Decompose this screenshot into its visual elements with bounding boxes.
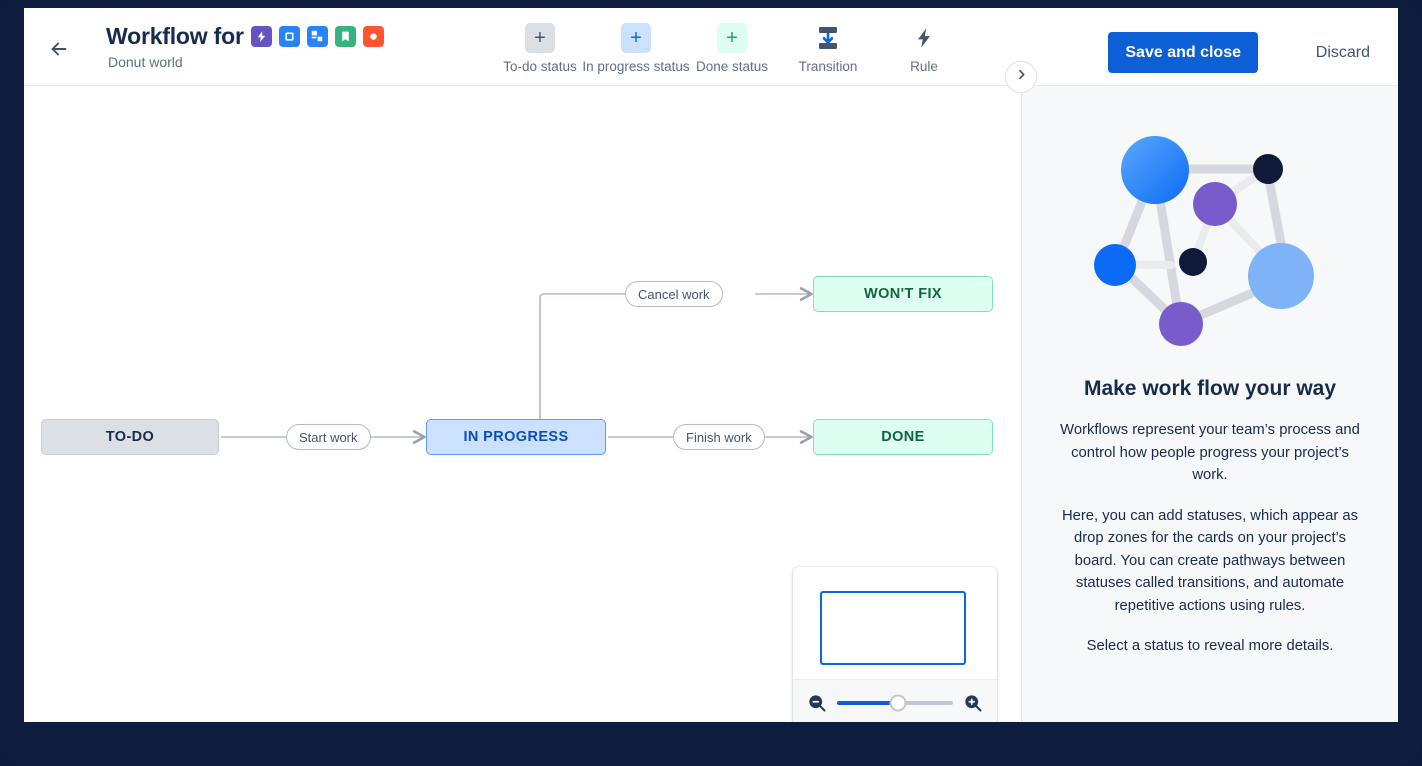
add-inprogress-status-button[interactable]: + In progress status bbox=[582, 18, 690, 74]
status-node-done[interactable]: DONE bbox=[813, 419, 993, 455]
workflow-canvas[interactable]: TO-DO IN PROGRESS DONE WON'T FIX Start w… bbox=[24, 86, 1021, 722]
transition-label: Finish work bbox=[686, 429, 752, 445]
minimap-viewport-rect[interactable] bbox=[820, 591, 966, 665]
story-icon bbox=[278, 25, 300, 47]
app-header: Workflow for Donut world bbox=[24, 8, 1398, 86]
status-label: TO-DO bbox=[105, 429, 155, 445]
plus-icon: + bbox=[717, 23, 747, 53]
transition-label-cancel-work[interactable]: Cancel work bbox=[625, 281, 723, 307]
toolbar-item-label: Transition bbox=[798, 59, 858, 74]
status-label: DONE bbox=[881, 429, 925, 445]
transition-label-start-work[interactable]: Start work bbox=[286, 424, 371, 450]
status-label: IN PROGRESS bbox=[463, 429, 569, 445]
zoom-controls bbox=[793, 679, 997, 722]
bug-icon bbox=[362, 25, 384, 47]
panel-title: Make work flow your way bbox=[1083, 377, 1337, 400]
zoom-slider-handle[interactable] bbox=[889, 694, 907, 711]
collapse-panel-button[interactable] bbox=[1005, 61, 1037, 93]
add-todo-status-button[interactable]: + To-do status bbox=[492, 18, 588, 74]
transition-label-finish-work[interactable]: Finish work bbox=[673, 424, 765, 450]
toolbar-item-label: To-do status bbox=[503, 59, 577, 74]
rule-bolt-icon bbox=[909, 23, 939, 53]
page-subtitle: Donut world bbox=[108, 54, 183, 70]
zoom-out-icon[interactable] bbox=[807, 693, 827, 713]
page-title: Workflow for bbox=[106, 22, 244, 49]
save-and-close-button[interactable]: Save and close bbox=[1108, 32, 1258, 73]
title-block: Workflow for Donut world bbox=[106, 20, 384, 70]
zoom-slider[interactable] bbox=[837, 694, 953, 711]
toolbar-item-label: Done status bbox=[695, 59, 769, 74]
info-panel: Make work flow your way Workflows repres… bbox=[1022, 86, 1398, 722]
transition-icon bbox=[813, 23, 843, 53]
zoom-in-icon[interactable] bbox=[963, 693, 983, 713]
workflow-editor-app: Workflow for Donut world bbox=[24, 8, 1398, 722]
status-node-wont-fix[interactable]: WON'T FIX bbox=[813, 276, 993, 312]
status-label: WON'T FIX bbox=[864, 286, 942, 302]
minimap-panel bbox=[793, 567, 997, 722]
epic-icon bbox=[250, 25, 272, 47]
toolbar-item-label: Rule bbox=[910, 59, 938, 74]
network-nodes-illustration bbox=[1094, 136, 1314, 346]
subtask-icon bbox=[306, 25, 328, 47]
plus-icon: + bbox=[525, 23, 555, 53]
status-node-todo[interactable]: TO-DO bbox=[41, 419, 219, 455]
add-transition-button[interactable]: Transition bbox=[780, 18, 876, 74]
chevron-right-icon bbox=[1015, 68, 1028, 86]
discard-button[interactable]: Discard bbox=[1308, 32, 1378, 73]
back-button[interactable] bbox=[42, 32, 76, 66]
transition-label: Cancel work bbox=[638, 286, 710, 302]
toolbar-item-label: In progress status bbox=[582, 59, 690, 74]
toolbar: + To-do status + In progress status + Do… bbox=[492, 18, 972, 74]
status-node-in-progress[interactable]: IN PROGRESS bbox=[426, 419, 606, 455]
panel-divider bbox=[1021, 86, 1022, 722]
zoom-slider-fill bbox=[837, 700, 899, 705]
arrow-left-icon bbox=[48, 38, 70, 60]
add-rule-button[interactable]: Rule bbox=[876, 18, 972, 74]
panel-paragraph-3: Select a status to reveal more details. bbox=[1086, 638, 1334, 654]
plus-icon: + bbox=[621, 23, 651, 53]
add-done-status-button[interactable]: + Done status bbox=[684, 18, 780, 74]
panel-paragraph-1: Workflows represent your team’s process … bbox=[1060, 422, 1360, 483]
transition-label: Start work bbox=[299, 429, 358, 445]
task-icon bbox=[334, 25, 356, 47]
panel-paragraph-2: Here, you can add statuses, which appear… bbox=[1061, 507, 1359, 614]
